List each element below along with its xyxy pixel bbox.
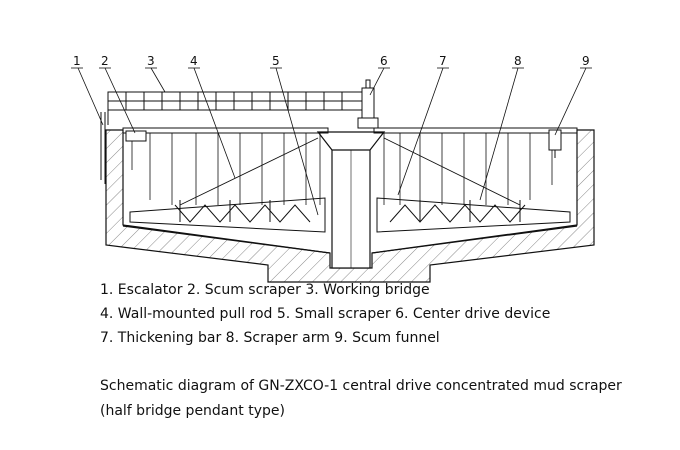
- callout-4: 4: [190, 54, 198, 68]
- scraper-top-beam: [122, 127, 578, 134]
- legend-line-2: 4. Wall-mounted pull rod 5. Small scrape…: [100, 306, 551, 322]
- legend-line-1: 1. Escalator 2. Scum scraper 3. Working …: [100, 282, 430, 298]
- figure-caption-subtitle: (half bridge pendant type): [100, 403, 285, 419]
- figure-caption-title: Schematic diagram of GN-ZXCO-1 central d…: [100, 378, 622, 394]
- callout-9: 9: [582, 54, 590, 68]
- scraper-arm-right: [376, 197, 571, 233]
- working-bridge: [107, 91, 363, 125]
- callout-6: 6: [380, 54, 388, 68]
- scum-funnel: [548, 129, 562, 158]
- legend-line-3: 7. Thickening bar 8. Scraper arm 9. Scum…: [100, 330, 440, 346]
- wall-mounted-pull-rods: [179, 137, 521, 206]
- callout-8: 8: [514, 54, 522, 68]
- callout-5: 5: [272, 54, 280, 68]
- callouts: [71, 67, 592, 216]
- bridge-verticals: [125, 92, 343, 110]
- callout-2: 2: [101, 54, 109, 68]
- callout-labels: 1 2 3 4 5 6 7 8 9: [73, 54, 590, 68]
- hanger-rods-right: [383, 133, 553, 205]
- hanger-rods-left: [131, 133, 321, 205]
- center-column: [316, 131, 386, 269]
- scraper-arm-left: [129, 197, 326, 233]
- scraper-schematic-diagram: 1 2 3 4 5 6 7 8 9: [71, 54, 595, 283]
- callout-7: 7: [439, 54, 447, 68]
- scum-scraper: [125, 130, 147, 142]
- escalator: [100, 112, 106, 184]
- center-drive-device: [357, 79, 379, 129]
- callout-3: 3: [147, 54, 155, 68]
- callout-1: 1: [73, 54, 81, 68]
